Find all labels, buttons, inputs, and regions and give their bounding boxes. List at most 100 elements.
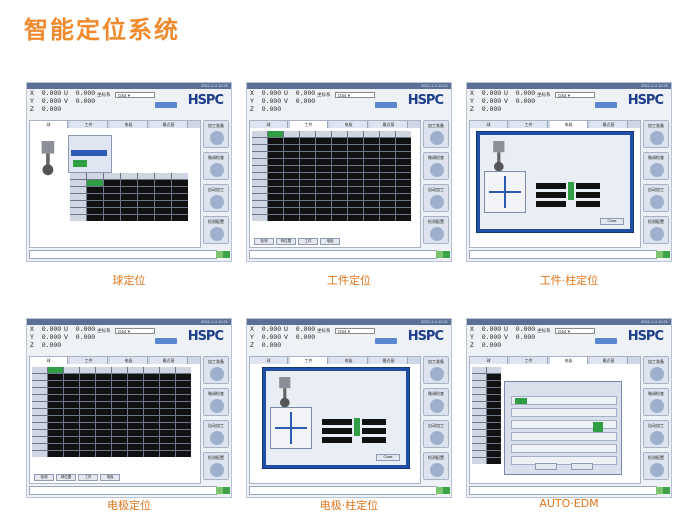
grid-cell[interactable] xyxy=(268,131,283,137)
grid-cell[interactable] xyxy=(172,201,188,207)
grid-cell[interactable] xyxy=(144,437,159,443)
command-input[interactable] xyxy=(29,250,230,259)
toolbar-button-1[interactable]: 球位置 xyxy=(276,238,296,245)
grid-cell[interactable] xyxy=(80,437,95,443)
grid-cell[interactable] xyxy=(160,416,175,422)
grid-cell[interactable] xyxy=(176,430,191,436)
side-button-3[interactable]: 检测配置 xyxy=(203,452,229,480)
grid-cell[interactable] xyxy=(284,187,299,193)
grid-cell[interactable] xyxy=(128,374,143,380)
grid-cell[interactable] xyxy=(487,367,501,373)
side-button-2[interactable]: 自动加工 xyxy=(643,420,669,448)
grid-cell[interactable] xyxy=(316,138,331,144)
grid-cell[interactable] xyxy=(316,159,331,165)
grid-cell[interactable] xyxy=(160,374,175,380)
grid-cell[interactable] xyxy=(155,201,171,207)
grid-cell[interactable] xyxy=(380,145,395,151)
grid-cell[interactable] xyxy=(364,152,379,158)
grid-cell[interactable] xyxy=(128,451,143,457)
grid-cell[interactable] xyxy=(70,201,86,207)
command-input[interactable] xyxy=(469,486,670,495)
grid-cell[interactable] xyxy=(268,145,283,151)
grid-cell[interactable] xyxy=(70,187,86,193)
apply-button[interactable] xyxy=(375,102,397,108)
grid-cell[interactable] xyxy=(70,173,86,179)
grid-cell[interactable] xyxy=(472,409,486,415)
grid-cell[interactable] xyxy=(144,423,159,429)
grid-cell[interactable] xyxy=(32,416,47,422)
grid-cell[interactable] xyxy=(380,208,395,214)
command-input[interactable] xyxy=(249,250,450,259)
grid-cell[interactable] xyxy=(487,374,501,380)
grid-cell[interactable] xyxy=(332,173,347,179)
grid-cell[interactable] xyxy=(332,180,347,186)
grid-cell[interactable] xyxy=(112,381,127,387)
grid-cell[interactable] xyxy=(284,180,299,186)
grid-cell[interactable] xyxy=(176,388,191,394)
grid-cell[interactable] xyxy=(138,194,154,200)
tab-2[interactable]: 电极 xyxy=(330,357,368,364)
side-button-1[interactable]: 微调检查 xyxy=(203,388,229,416)
grid-cell[interactable] xyxy=(112,388,127,394)
grid-cell[interactable] xyxy=(32,430,47,436)
cancel-button[interactable] xyxy=(571,463,593,470)
grid-cell[interactable] xyxy=(268,159,283,165)
grid-cell[interactable] xyxy=(112,409,127,415)
grid-cell[interactable] xyxy=(128,381,143,387)
grid-cell[interactable] xyxy=(64,388,79,394)
grid-cell[interactable] xyxy=(316,201,331,207)
grid-cell[interactable] xyxy=(252,194,267,200)
grid-cell[interactable] xyxy=(48,437,63,443)
grid-cell[interactable] xyxy=(284,131,299,137)
grid-cell[interactable] xyxy=(252,138,267,144)
grid-cell[interactable] xyxy=(112,430,127,436)
grid-cell[interactable] xyxy=(128,402,143,408)
execute-button[interactable] xyxy=(354,418,360,436)
value-input[interactable] xyxy=(536,183,566,189)
side-button-2[interactable]: 自动加工 xyxy=(423,420,449,448)
grid-cell[interactable] xyxy=(87,201,103,207)
grid-cell[interactable] xyxy=(380,131,395,137)
grid-cell[interactable] xyxy=(160,395,175,401)
grid-cell[interactable] xyxy=(64,409,79,415)
grid-cell[interactable] xyxy=(487,451,501,457)
grid-cell[interactable] xyxy=(80,451,95,457)
grid-cell[interactable] xyxy=(32,437,47,443)
tab-3[interactable]: 最近基 xyxy=(590,357,628,364)
grid-cell[interactable] xyxy=(348,131,363,137)
tab-1[interactable]: 工件 xyxy=(70,357,108,364)
grid-cell[interactable] xyxy=(121,187,137,193)
grid-cell[interactable] xyxy=(104,180,120,186)
grid-cell[interactable] xyxy=(48,367,63,373)
apply-button[interactable] xyxy=(155,102,177,108)
grid-cell[interactable] xyxy=(160,451,175,457)
grid-cell[interactable] xyxy=(472,374,486,380)
side-button-0[interactable]: 加工准备 xyxy=(423,356,449,384)
grid-cell[interactable] xyxy=(80,416,95,422)
grid-cell[interactable] xyxy=(396,152,411,158)
grid-cell[interactable] xyxy=(64,381,79,387)
grid-cell[interactable] xyxy=(48,430,63,436)
grid-cell[interactable] xyxy=(128,416,143,422)
grid-cell[interactable] xyxy=(155,208,171,214)
grid-cell[interactable] xyxy=(138,173,154,179)
command-input[interactable] xyxy=(29,486,230,495)
grid-cell[interactable] xyxy=(87,187,103,193)
side-button-0[interactable]: 加工准备 xyxy=(423,120,449,148)
grid-cell[interactable] xyxy=(112,451,127,457)
grid-cell[interactable] xyxy=(144,409,159,415)
grid-cell[interactable] xyxy=(176,395,191,401)
grid-cell[interactable] xyxy=(487,458,501,464)
side-button-3[interactable]: 检测配置 xyxy=(643,216,669,244)
value-input[interactable] xyxy=(576,192,600,198)
grid-cell[interactable] xyxy=(252,131,267,137)
grid-cell[interactable] xyxy=(138,215,154,221)
grid-cell[interactable] xyxy=(64,416,79,422)
grid-cell[interactable] xyxy=(80,395,95,401)
grid-cell[interactable] xyxy=(104,208,120,214)
value-input[interactable] xyxy=(322,437,352,443)
grid-cell[interactable] xyxy=(87,180,103,186)
grid-cell[interactable] xyxy=(252,201,267,207)
grid-cell[interactable] xyxy=(112,402,127,408)
grid-cell[interactable] xyxy=(300,208,315,214)
